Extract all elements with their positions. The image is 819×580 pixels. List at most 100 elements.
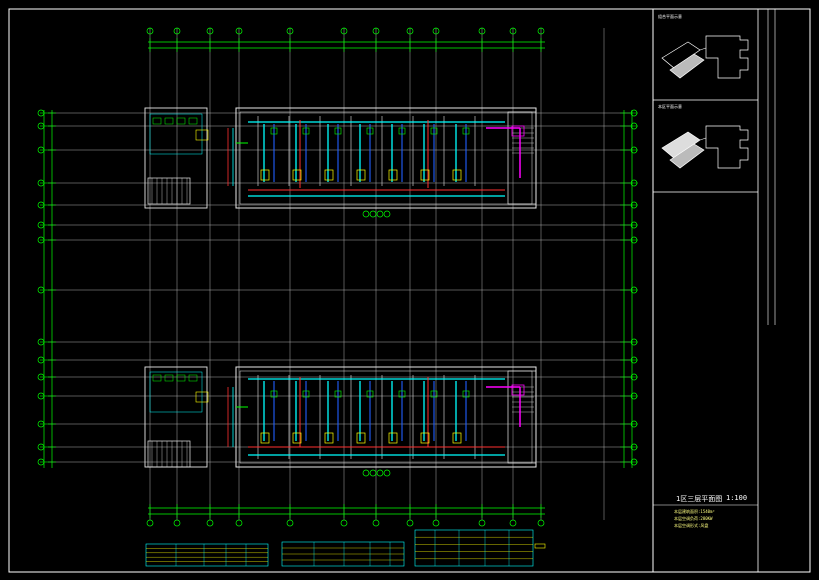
fan-coil-unit (356, 432, 366, 444)
equipment-tag (376, 210, 384, 218)
keyplan-link (699, 47, 707, 51)
axis-bubble-top (206, 27, 214, 35)
diffuser (462, 127, 470, 135)
toilet-room (149, 113, 203, 155)
fixture (164, 117, 174, 125)
diffuser (366, 127, 374, 135)
fan-coil-unit (452, 169, 462, 181)
diffuser (398, 390, 406, 398)
fan-coil-unit (260, 169, 270, 181)
main-inner (239, 111, 533, 205)
drawing-title: 1区三层平面图 (676, 495, 723, 503)
toilet-room (149, 371, 203, 413)
keyplan-outline (705, 35, 749, 79)
stair (147, 177, 191, 205)
fan-coil-unit (452, 432, 462, 444)
fan-coil-unit (324, 432, 334, 444)
axis-bubble-top (372, 27, 380, 35)
diffuser (462, 390, 470, 398)
axis-bubble-bottom (478, 519, 486, 527)
fan-coil-unit (292, 169, 302, 181)
outer-frame (8, 8, 811, 573)
fan-coil-unit (292, 432, 302, 444)
equipment-tag (369, 469, 377, 477)
note-1: 本层建筑面积:1540m² (674, 509, 715, 514)
axis-bubble-bottom (235, 519, 243, 527)
fan-coil-unit (420, 432, 430, 444)
axis-bubble-bottom (206, 519, 214, 527)
legend-table (145, 543, 269, 567)
note-3: 本层空调形式:风盘 (674, 523, 709, 528)
end-room (507, 111, 537, 205)
axis-bubble-bottom (372, 519, 380, 527)
equipment-tag (369, 210, 377, 218)
axis-bubble-top (173, 27, 181, 35)
shaft (195, 129, 209, 141)
grid-lines (48, 28, 630, 520)
fan-coil-unit (356, 169, 366, 181)
keyplan-wing-2 (669, 143, 705, 169)
diffuser (270, 127, 278, 135)
shaft (195, 391, 209, 403)
fan-coil-unit (260, 432, 270, 444)
axis-bubble-top (235, 27, 243, 35)
axis-bubble-top (478, 27, 486, 35)
axis-bubble-bottom (537, 519, 545, 527)
equipment-tag (383, 210, 391, 218)
keyplan-wing-2 (669, 53, 705, 79)
diffuser (302, 390, 310, 398)
diffuser (334, 390, 342, 398)
axis-bubble-bottom (340, 519, 348, 527)
axis-bubble-top (509, 27, 517, 35)
floor-plan-lower (144, 366, 537, 477)
keyplan-label-2: 本区平面示意 (658, 104, 682, 109)
axis-bubble-top (406, 27, 414, 35)
legend-tables (145, 529, 546, 567)
fixture (152, 117, 162, 125)
diffuser (270, 390, 278, 398)
diffuser (430, 390, 438, 398)
fixture (188, 117, 198, 125)
dimension-lines (37, 27, 638, 527)
fan-coil-unit (420, 169, 430, 181)
axis-bubble-top (340, 27, 348, 35)
drain-box (511, 384, 525, 396)
axis-bubble-bottom (173, 519, 181, 527)
axis-bubble-bottom (509, 519, 517, 527)
diffuser (398, 127, 406, 135)
stair-block (144, 107, 208, 209)
end-room (507, 370, 537, 464)
fixture (176, 374, 186, 382)
drain-box (511, 125, 525, 137)
main-block (235, 366, 537, 468)
main-block (235, 107, 537, 209)
equipment-tag (362, 469, 370, 477)
diffuser (302, 127, 310, 135)
main-inner (239, 370, 533, 464)
diffuser (334, 127, 342, 135)
stair-block (144, 366, 208, 468)
keyplan-link (699, 137, 707, 141)
fan-coil-unit (388, 169, 398, 181)
fixture (188, 374, 198, 382)
fan-coil-unit (324, 169, 334, 181)
keyplan-label-1: 组合平面示意 (658, 14, 682, 19)
equipment-tag (376, 469, 384, 477)
stair (147, 440, 191, 468)
diffuser (430, 127, 438, 135)
fan-coil-unit (388, 432, 398, 444)
axis-bubble-bottom (146, 519, 154, 527)
equipment-tag (362, 210, 370, 218)
equipment-tag (383, 469, 391, 477)
legend-table (414, 529, 534, 567)
fixture (176, 117, 186, 125)
axis-bubble-bottom (286, 519, 294, 527)
floor-plan-upper (144, 107, 537, 218)
drawing-scale: 1:100 (726, 494, 748, 502)
axis-bubble-top (537, 27, 545, 35)
axis-bubble-top (146, 27, 154, 35)
legend-marker (534, 543, 546, 549)
axis-bubble-top (286, 27, 294, 35)
key-plan-sketches (661, 35, 749, 169)
